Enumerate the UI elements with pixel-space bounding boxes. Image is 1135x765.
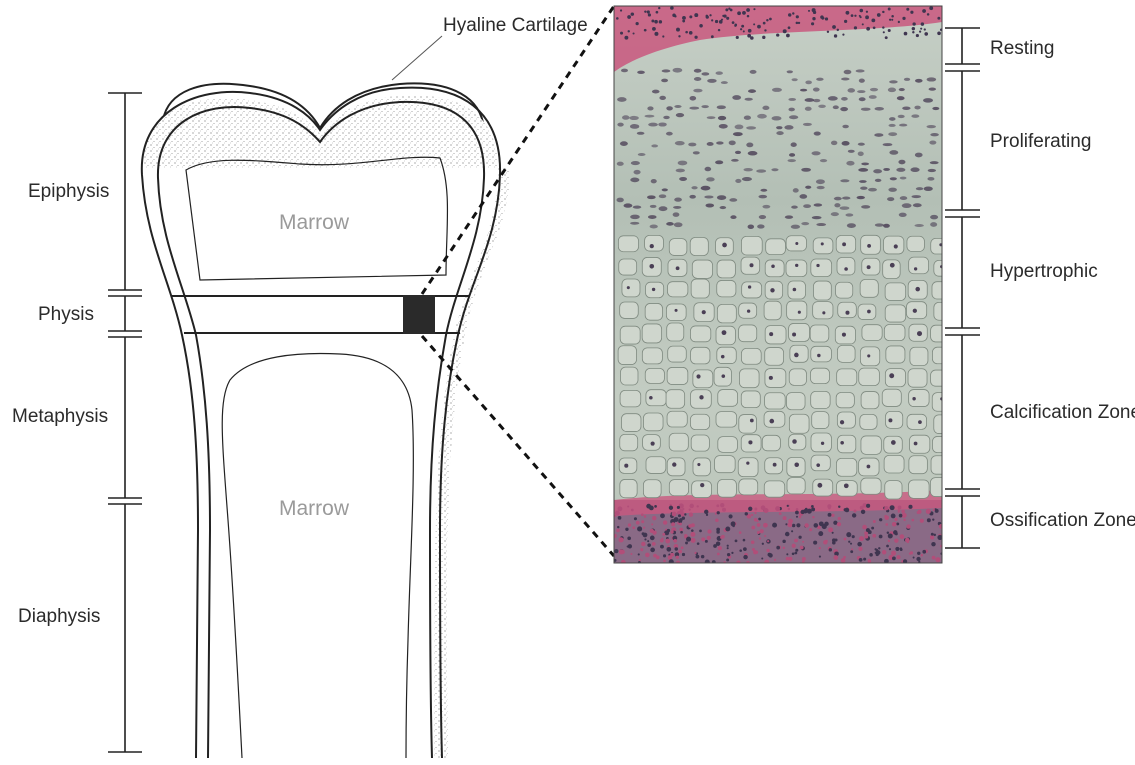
zone-label-proliferating: Proliferating	[990, 131, 1091, 152]
marrow-cavity-lower	[222, 353, 413, 758]
region-brackets	[108, 93, 142, 752]
label-metaphysis: Metaphysis	[12, 406, 108, 427]
zone-label-hypertrophic: Hypertrophic	[990, 261, 1098, 282]
zoom-region-marker	[404, 296, 434, 333]
label-physis: Physis	[38, 304, 94, 325]
zone-label-ossification: Ossification Zone	[990, 510, 1135, 531]
label-hyaline-cartilage: Hyaline Cartilage	[443, 15, 588, 36]
label-marrow-upper: Marrow	[279, 211, 350, 234]
histology-micrograph	[613, 6, 953, 565]
bone-outer-outline-left	[142, 175, 198, 758]
zone-label-resting: Resting	[990, 38, 1054, 59]
zone-label-calcification: Calcification Zone	[990, 402, 1135, 423]
hyaline-cartilage-leader	[392, 36, 442, 80]
bone-illustration	[142, 83, 510, 758]
label-diaphysis: Diaphysis	[18, 606, 100, 627]
bone-inner-outline-left	[158, 178, 210, 758]
label-marrow-lower: Marrow	[279, 497, 350, 520]
label-epiphysis: Epiphysis	[28, 181, 109, 202]
zone-brackets	[945, 28, 980, 548]
